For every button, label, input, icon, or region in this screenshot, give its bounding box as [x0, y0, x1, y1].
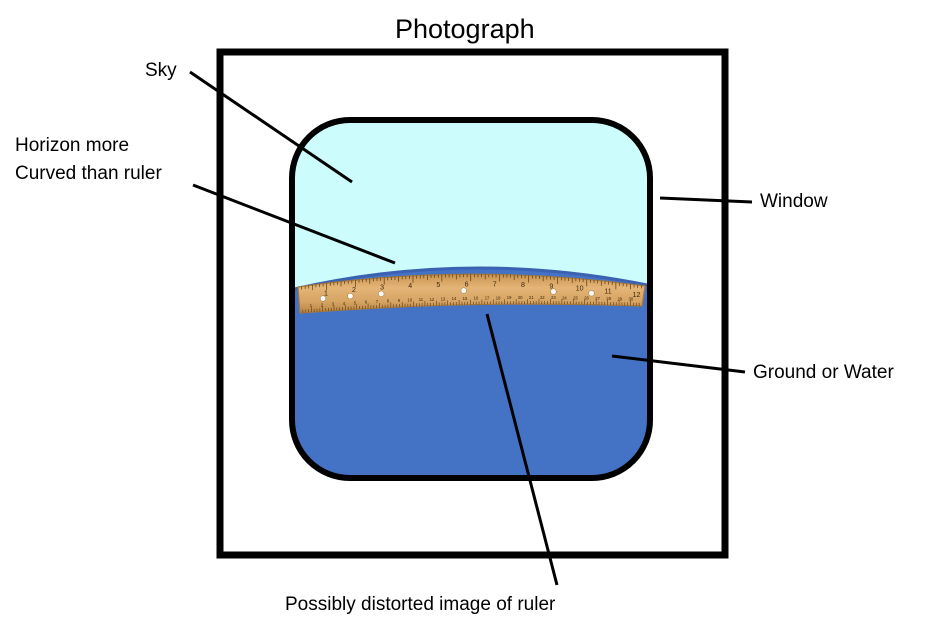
ruler-inch-number: 12	[633, 292, 641, 299]
ruler-cm-number: 30	[629, 297, 634, 302]
photograph-title: Photograph	[395, 14, 535, 44]
ruler-cm-number: 17	[485, 295, 490, 300]
horizon-label-line2: Curved than ruler	[15, 163, 162, 184]
ruler-hole	[588, 290, 595, 297]
ruler-cm-number: 22	[540, 295, 545, 300]
ruler-cm-number: 18	[496, 295, 501, 300]
ruler-inch-number: 6	[465, 281, 469, 288]
ruler-cm-number: 9	[398, 298, 401, 303]
ruler-cm-number: 19	[507, 295, 512, 300]
ground-label: Ground or Water	[753, 362, 894, 383]
ruler-cm-number: 25	[573, 295, 578, 300]
ruler-cm-number: 24	[562, 295, 567, 300]
ground-area	[292, 268, 650, 478]
horizon-leader-line	[192, 183, 396, 265]
sky-label: Sky	[145, 60, 177, 81]
ruler-cm-number: 10	[408, 298, 413, 303]
ground-leader-line	[611, 354, 746, 374]
ruler-cm-number: 3	[332, 302, 335, 307]
ruler-leader-line	[485, 313, 559, 586]
ruler-cm-number: 15	[463, 296, 468, 301]
ruler-hole	[347, 293, 354, 300]
ruler-cm-number: 20	[518, 295, 523, 300]
ruler-inch-number: 9	[549, 284, 553, 291]
ruler-cm-number: 6	[365, 300, 368, 305]
ruler-cm-number: 14	[452, 296, 457, 301]
ruler-inch-number: 2	[352, 287, 356, 294]
ruler-inch-number: 3	[380, 285, 384, 292]
window-frame	[289, 117, 653, 481]
ruler-inch-number: 7	[493, 281, 497, 288]
ruler-caption: Possibly distorted image of ruler	[285, 594, 556, 615]
ruler-cm-number: 29	[617, 296, 622, 301]
horizon-line	[292, 266, 650, 292]
ruler-cm-number: 27	[595, 296, 600, 301]
ruler-inch-number: 5	[436, 282, 440, 289]
ruler-hole	[378, 290, 385, 297]
ruler-cm-number: 16	[474, 296, 479, 301]
ruler-cm-number: 4	[343, 301, 346, 306]
ruler-cm-number: 8	[387, 299, 390, 304]
ruler-cm-number: 7	[376, 299, 379, 304]
ruler-cm-number: 5	[354, 300, 357, 305]
ruler-cm-number: 28	[606, 296, 611, 301]
ruler-cm-number: 21	[529, 295, 534, 300]
ruler-cm-number: 13	[441, 296, 446, 301]
sky-leader-line	[189, 70, 353, 184]
ruler-cm-number: 1	[310, 303, 313, 308]
ruler-hole	[550, 288, 557, 295]
ruler-inch-number: 10	[576, 286, 584, 293]
ruler-hole	[319, 295, 327, 302]
ruler-inch-number: 1	[324, 290, 328, 297]
ruler-inch-number: 8	[521, 282, 525, 289]
horizon-label-line1: Horizon more	[15, 135, 130, 156]
ruler-cm-number: 26	[584, 296, 589, 301]
ruler-cm-number: 23	[551, 295, 556, 300]
ruler-inch-number: 11	[604, 288, 611, 295]
ruler-inch-number: 4	[408, 283, 412, 290]
window-label: Window	[760, 191, 828, 212]
ruler-cm-number: 11	[419, 297, 424, 302]
ruler-cm-number: 12	[430, 297, 435, 302]
window-leader-line	[659, 196, 753, 204]
ruler-holes	[319, 287, 595, 302]
ruler-hole	[460, 287, 467, 294]
ruler-cm-number: 2	[321, 302, 324, 307]
